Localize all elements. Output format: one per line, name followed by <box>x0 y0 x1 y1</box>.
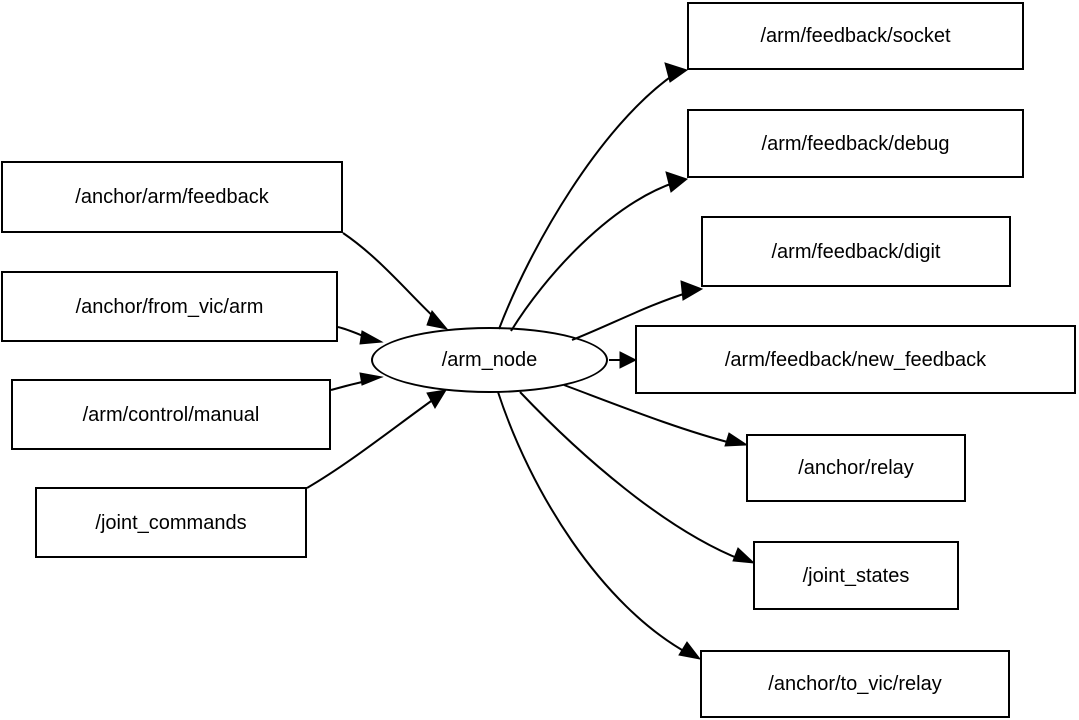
node-label: /joint_commands <box>95 511 247 534</box>
edge-arm-node-to-arm-feedback-digit <box>571 280 704 341</box>
edge-arm-node-to-anchor-to-vic-relay <box>497 391 702 660</box>
node-box-arm-control-manual[interactable]: /arm/control/manual <box>11 379 331 450</box>
edge-arm-node-to-arm-feedback-socket <box>498 62 689 330</box>
node-box-anchor-relay[interactable]: /anchor/relay <box>746 434 966 502</box>
node-box-arm-feedback-socket[interactable]: /arm/feedback/socket <box>687 2 1024 70</box>
edge-joint-commands-to-arm-node <box>306 389 447 489</box>
node-label: /arm/feedback/digit <box>771 240 941 263</box>
edge-arm-node-to-arm-feedback-new-feedback <box>609 351 638 369</box>
edge-arm-node-to-anchor-relay <box>563 384 749 447</box>
edge-anchor-from-vic-arm-to-arm-node <box>337 326 384 345</box>
edge-arm-control-manual-to-arm-node <box>330 372 384 391</box>
node-box-arm-feedback-new-feedback[interactable]: /arm/feedback/new_feedback <box>635 325 1076 394</box>
node-label: /anchor/arm/feedback <box>75 186 269 208</box>
node-box-anchor-from-vic-arm[interactable]: /anchor/from_vic/arm <box>1 271 338 342</box>
node-label: /arm/control/manual <box>82 403 260 426</box>
node-ellipse-arm-node[interactable]: /arm_node <box>371 327 608 393</box>
node-label: /arm/feedback/socket <box>760 25 951 47</box>
node-box-anchor-to-vic-relay[interactable]: /anchor/to_vic/relay <box>700 650 1010 718</box>
node-label: /anchor/to_vic/relay <box>768 673 942 695</box>
edge-arm-node-to-joint-states <box>519 391 756 564</box>
node-label: /anchor/from_vic/arm <box>75 295 264 318</box>
node-label: /arm_node <box>441 349 538 371</box>
node-box-anchor-arm-feedback[interactable]: /anchor/arm/feedback <box>1 161 343 233</box>
node-label: /anchor/relay <box>798 457 914 479</box>
node-label: /arm/feedback/new_feedback <box>724 348 987 371</box>
node-box-joint-commands[interactable]: /joint_commands <box>35 487 307 558</box>
node-label: /joint_states <box>802 564 910 587</box>
edge-arm-node-to-arm-feedback-debug <box>510 171 689 332</box>
node-box-joint-states[interactable]: /joint_states <box>753 541 959 610</box>
node-box-arm-feedback-debug[interactable]: /arm/feedback/debug <box>687 109 1024 178</box>
edge-anchor-arm-feedback-to-arm-node <box>342 232 449 330</box>
node-box-arm-feedback-digit[interactable]: /arm/feedback/digit <box>701 216 1011 287</box>
node-label: /arm/feedback/debug <box>761 132 950 155</box>
